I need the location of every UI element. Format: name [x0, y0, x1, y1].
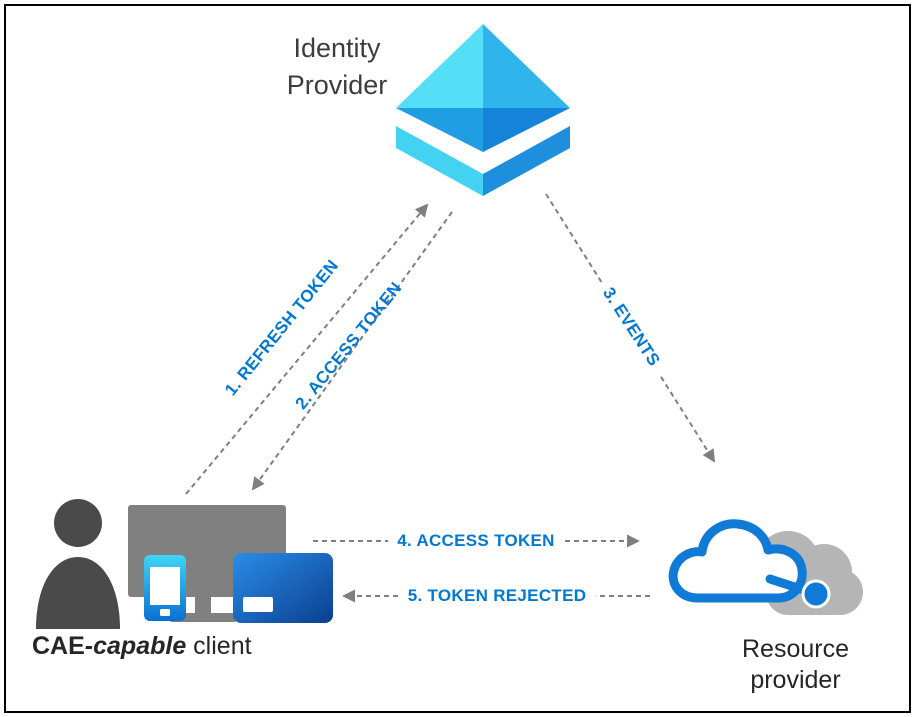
- identity-provider-label: Identity Provider: [274, 30, 400, 104]
- identity-provider-icon azure-pyramid-icon: [396, 24, 570, 196]
- pyramid-facet-top-right: [483, 24, 570, 108]
- pyramid-chevron-right: [483, 126, 570, 196]
- arrow-access-token-to-client: [251, 211, 453, 491]
- resource-provider-label-line1: Resource: [742, 635, 849, 663]
- arrow-label-access-token-to-resource: 4. ACCESS TOKEN: [388, 530, 564, 552]
- pyramid-chevron-left: [396, 126, 483, 196]
- monitor-base: [170, 613, 236, 622]
- arrow-label-token-rejected: 5. TOKEN REJECTED: [398, 585, 596, 607]
- card-icon: [233, 553, 333, 623]
- resource-provider-icon cloud-connector-icon: [668, 519, 863, 615]
- card-body: [233, 553, 333, 623]
- client-icon user-with-devices-icon: [36, 499, 333, 629]
- identity-provider-label-line1: Identity: [293, 33, 381, 63]
- person-body: [36, 557, 120, 629]
- resource-provider-label: Resource provider: [703, 634, 888, 696]
- phone-screen: [150, 567, 180, 605]
- phone-home-button: [160, 609, 170, 616]
- resource-provider-label-line2: provider: [750, 666, 841, 694]
- pyramid-facet-bottom-right: [483, 108, 570, 152]
- client-label-bold: CAE: [32, 632, 85, 660]
- card-chip: [243, 597, 273, 612]
- phone-icon: [144, 555, 186, 621]
- person-icon: [36, 499, 120, 629]
- client-label: CAE-capable client: [32, 632, 352, 661]
- pyramid-facet-bottom-left: [396, 108, 483, 152]
- arrow-refresh-token: [185, 203, 429, 495]
- pyramid-facet-top-left: [396, 24, 483, 108]
- client-label-rest: client: [186, 632, 252, 660]
- cloud-connector-dot: [801, 579, 831, 609]
- identity-provider-label-line2: Provider: [286, 70, 388, 100]
- client-label-italic: -capable: [84, 632, 187, 660]
- monitor-stand: [195, 597, 211, 614]
- person-head: [54, 499, 102, 547]
